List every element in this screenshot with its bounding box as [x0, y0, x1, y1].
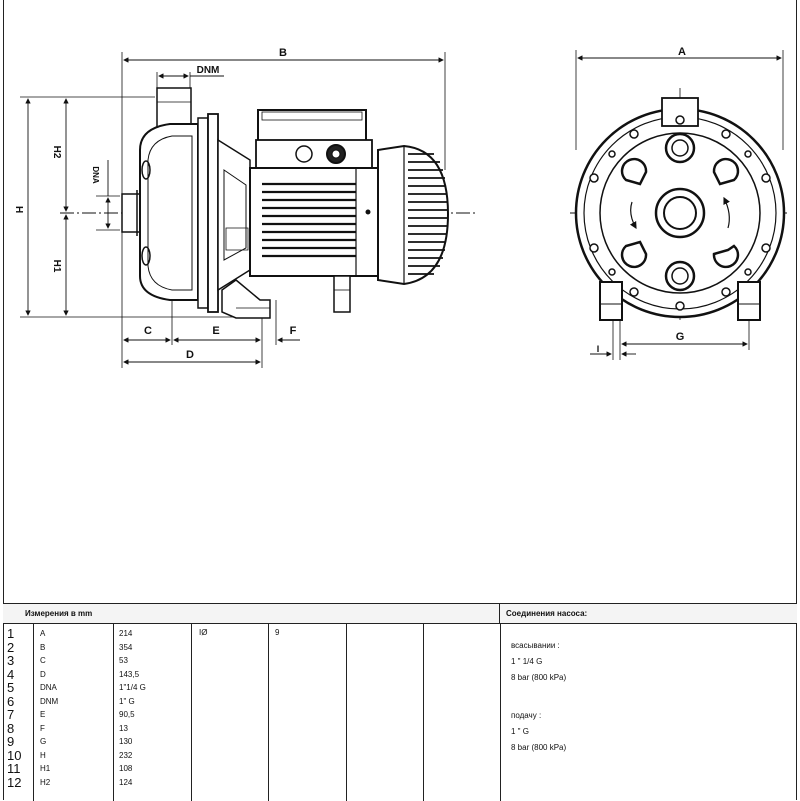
row-number: 10 — [7, 747, 22, 763]
column-divider — [500, 624, 501, 801]
row-number: 6 — [7, 693, 15, 709]
dimension-name: C — [40, 656, 46, 665]
dimension-value: 13 — [119, 723, 128, 733]
dimension-name: D — [40, 669, 46, 679]
dimension-value: 214 — [119, 629, 133, 638]
row-number: 1 — [7, 626, 15, 641]
label-F: F — [290, 325, 297, 337]
dimension-value: 108 — [119, 764, 133, 773]
dimension-value: 53 — [119, 656, 128, 665]
column-divider — [113, 624, 114, 801]
dimension-name: G — [40, 737, 47, 746]
suction-label: всасывании : — [511, 641, 560, 650]
suction-pressure: 8 bar (800 kPa) — [511, 673, 567, 682]
dimension-value: 130 — [119, 737, 133, 746]
row-number: 4 — [7, 666, 15, 682]
row-number: 9 — [7, 734, 15, 749]
dimension-value: 124 — [119, 777, 133, 787]
label-H1: H1 — [51, 260, 62, 273]
label-H2: H2 — [51, 146, 62, 159]
row-number: 5 — [7, 680, 15, 695]
dimensions-header: Измерения в mm — [3, 604, 500, 624]
column-divider — [268, 624, 269, 801]
dimensions-table: Измерения в mm Соединения насоса: 1 A 214 2… — [3, 603, 797, 801]
side-view — [20, 52, 475, 368]
pump-drawing: B DNM H H2 H1 DNA C E F D — [13, 46, 790, 368]
dimension-value: 143,5 — [119, 669, 140, 679]
suction-size: 1 " 1/4 G — [511, 657, 543, 666]
column-divider — [423, 624, 424, 801]
row-number: 2 — [7, 639, 15, 655]
dimension-name: A — [40, 629, 46, 638]
label-H: H — [13, 206, 24, 213]
label-E: E — [212, 325, 219, 337]
label-DNA: DNA — [91, 166, 100, 184]
extra-label: IØ — [199, 628, 208, 637]
discharge-size: 1 " G — [511, 727, 529, 736]
column-divider — [191, 624, 192, 801]
label-G: G — [676, 331, 685, 343]
dimension-value: 1"1/4 G — [119, 683, 146, 692]
row-number: 3 — [7, 653, 15, 668]
dimension-value: 1" G — [119, 696, 135, 706]
dimension-name: F — [40, 723, 45, 733]
label-B: B — [279, 47, 287, 59]
dimension-name: H1 — [40, 764, 51, 773]
label-DNM: DNM — [197, 65, 220, 76]
dimension-value: 354 — [119, 642, 133, 652]
dimension-name: H — [40, 750, 46, 760]
connections-header: Соединения насоса: — [500, 604, 797, 624]
label-A: A — [678, 46, 686, 58]
row-number: 12 — [7, 774, 22, 790]
extra-value: 9 — [275, 628, 280, 637]
discharge-pressure: 8 bar (800 kPa) — [511, 743, 567, 752]
column-divider — [346, 624, 347, 801]
dimension-value: 232 — [119, 750, 133, 760]
dimension-value: 90,5 — [119, 710, 135, 719]
dimension-name: B — [40, 642, 46, 652]
row-number: 7 — [7, 707, 15, 722]
label-I: I — [597, 344, 600, 354]
dimension-name: E — [40, 710, 46, 719]
discharge-label: подачу : — [511, 711, 542, 720]
label-D: D — [186, 349, 194, 361]
sheet-border-left — [3, 0, 4, 800]
dimension-name: DNA — [40, 683, 57, 692]
label-C: C — [144, 325, 152, 337]
dimension-name: H2 — [40, 777, 51, 787]
dimension-name: DNM — [40, 696, 59, 706]
row-number: 11 — [7, 761, 21, 776]
row-number: 8 — [7, 720, 15, 736]
sheet-border-right — [796, 0, 797, 800]
column-divider — [33, 624, 34, 801]
front-view — [570, 50, 790, 360]
